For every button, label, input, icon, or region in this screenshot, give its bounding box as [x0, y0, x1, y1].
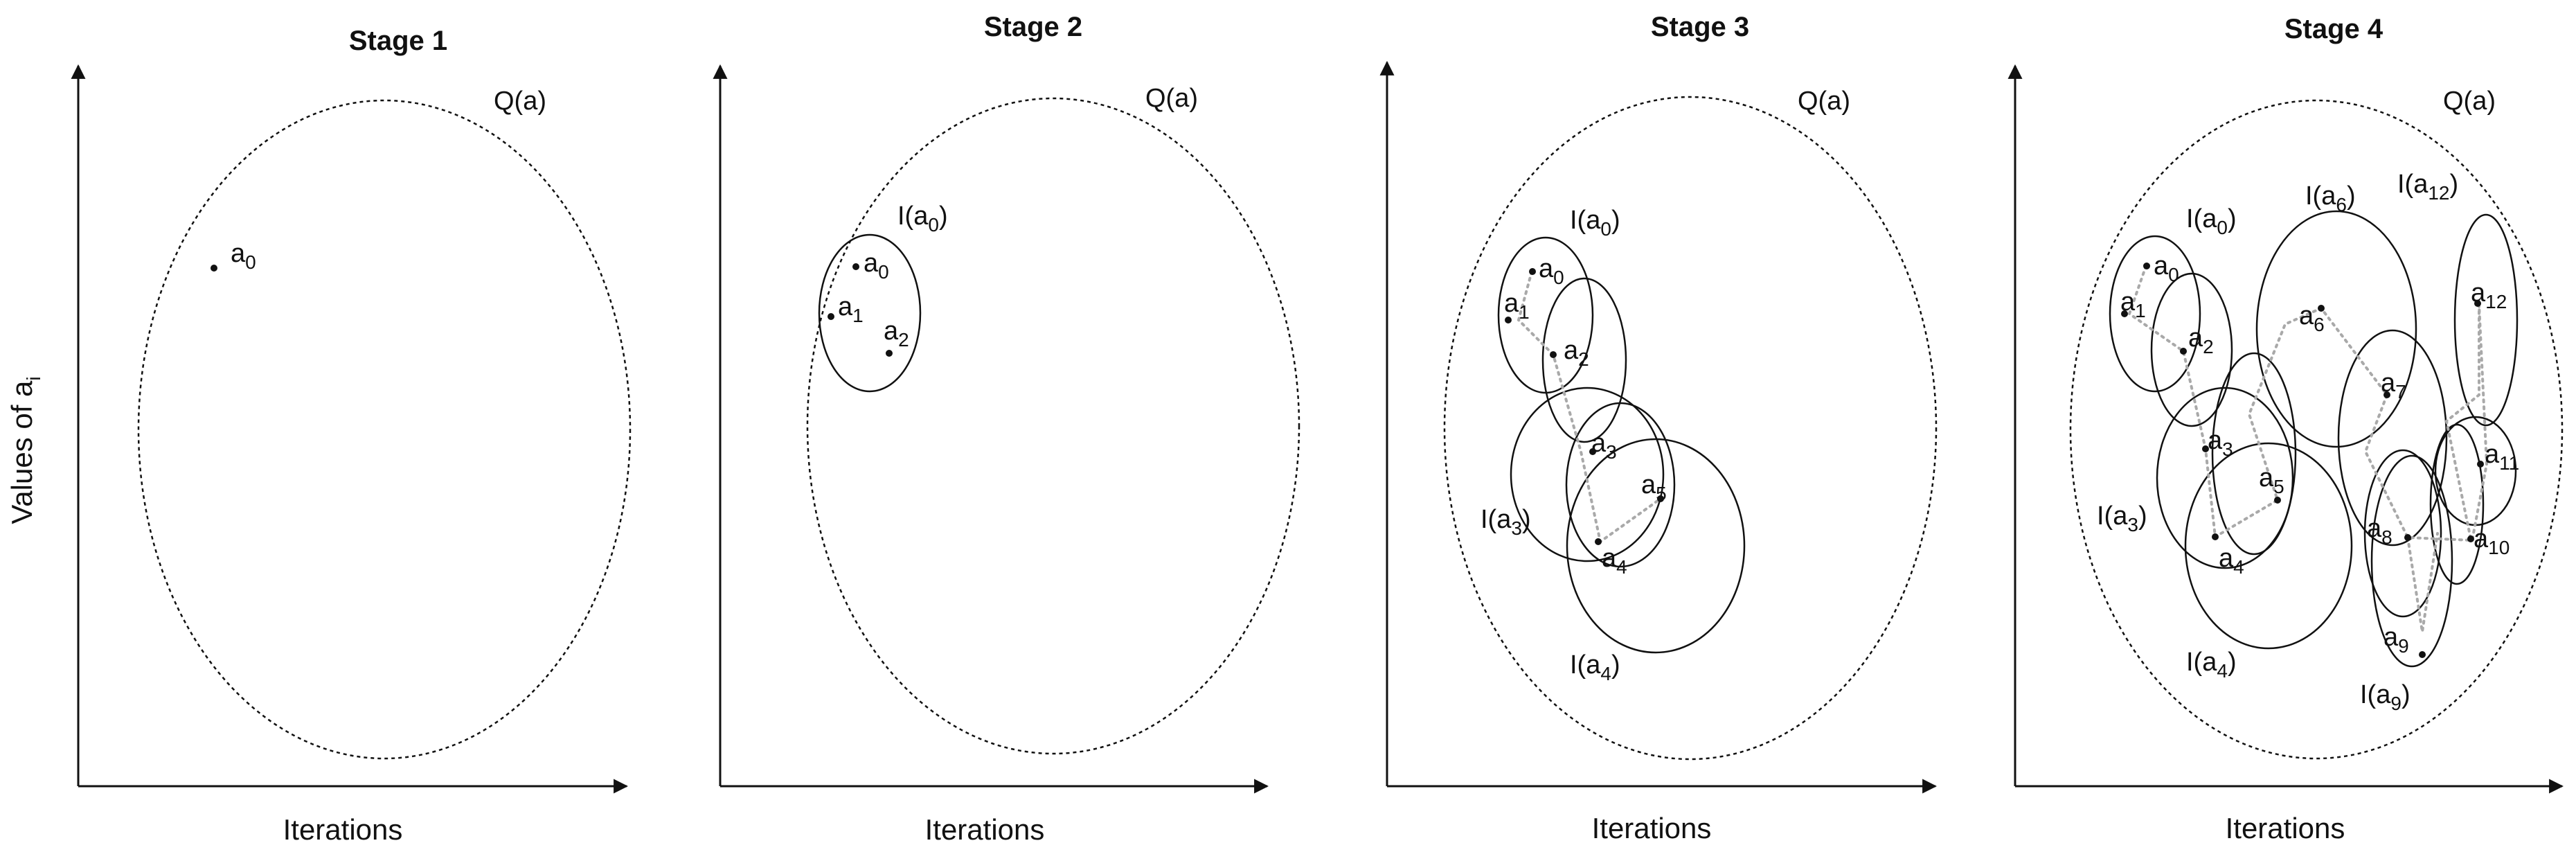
- stage-2-panel: Stage 2 Iterations Q(a) I(a0) a0 a1 a2: [713, 12, 1300, 846]
- stage-4-set-i-a6: [2255, 210, 2417, 448]
- stage-3-title: Stage 3: [1651, 12, 1749, 42]
- stage-2-point-a0: [852, 263, 859, 270]
- stage-3-panel: Stage 3 Iterations Q(a) I(a0) I(a3) I(a4…: [1379, 12, 1938, 844]
- stage-1-title: Stage 1: [349, 26, 447, 56]
- stage-4-point-label: a4: [2219, 544, 2244, 578]
- stage-3-x-axis-label: Iterations: [1592, 812, 1712, 844]
- stage-3-point-label: a5: [1641, 470, 1667, 504]
- stage-3-search-path: [1517, 270, 1662, 544]
- stage-3-point-a2: [1550, 351, 1557, 358]
- stage-4-set-i-a3: [2156, 387, 2294, 569]
- stage-2-point-a2: [886, 350, 893, 357]
- stage-4-set-label: I(a0): [2186, 204, 2237, 238]
- stage-3-point-a4: [1595, 538, 1602, 545]
- stage-1-point-a0: [211, 265, 217, 272]
- stage-4-set-i-a2: [2150, 272, 2233, 427]
- stage-4-set-i-a9: [2370, 454, 2453, 668]
- stage-4-point-a9: [2419, 651, 2426, 658]
- stage-1-feasible-region: [137, 99, 632, 760]
- stage-3-set-label: I(a4): [1570, 650, 1620, 684]
- stage-4-set-i-a12: [2453, 213, 2519, 427]
- stage-4-point-a1: [2121, 310, 2128, 317]
- stage-4-point-label: a3: [2208, 426, 2233, 460]
- stage-4-set-label: I(a4): [2186, 648, 2237, 682]
- stage-4-point-label: a8: [2367, 514, 2392, 548]
- stage-3-point-label: a2: [1564, 336, 1589, 370]
- stage-4-point-a0: [2143, 263, 2150, 269]
- stage-4-point-a3: [2202, 445, 2209, 452]
- stage-3-point-label: a1: [1504, 289, 1530, 323]
- stage-3-point-a1: [1505, 317, 1512, 323]
- stage-3-set-label: I(a3): [1481, 505, 1531, 539]
- stage-4-set-i-a8: [2363, 449, 2442, 618]
- stage-1-point-label: a0: [231, 239, 256, 273]
- stage-4-point-a10: [2467, 535, 2474, 542]
- stage-3-feasible-region: [1443, 96, 1938, 761]
- stage-2-feasible-region: [806, 97, 1300, 755]
- stage-3-set-i-a5: [1565, 402, 1676, 568]
- stage-4-search-path-branch: [2406, 532, 2439, 632]
- stage-4-point-label: a10: [2474, 524, 2510, 558]
- stage-4-point-a4: [2212, 533, 2219, 540]
- stage-4-set-label: I(a6): [2305, 181, 2356, 215]
- stage-3-set-i-a2: [1541, 277, 1627, 443]
- stage-4-point-a8: [2404, 534, 2411, 541]
- stage-4-point-a5: [2274, 497, 2281, 504]
- stage-2-set-i-a0: [818, 233, 922, 393]
- stage-3-set-i-a3: [1510, 387, 1665, 562]
- stage-4-point-label: a7: [2381, 369, 2406, 402]
- y-axis-label: Values of ai: [6, 376, 44, 524]
- stage-3-region-label: Q(a): [1798, 87, 1850, 116]
- stage-4-set-i-a4: [2184, 442, 2353, 650]
- stage-4-point-label: a12: [2471, 278, 2507, 312]
- stage-3-set-i-a4: [1566, 438, 1746, 654]
- stage-2-point-label: a2: [884, 317, 909, 350]
- stage-2-set-label: I(a0): [897, 202, 948, 236]
- stage-4-region-label: Q(a): [2443, 87, 2496, 116]
- stage-4-search-path: [2127, 265, 2489, 542]
- stage-2-title: Stage 2: [984, 12, 1082, 42]
- stage-3-point-label: a0: [1539, 254, 1564, 288]
- stage-3-point-label: a3: [1591, 429, 1617, 463]
- stage-2-x-axis-label: Iterations: [925, 813, 1045, 846]
- stage-4-point-label: a2: [2188, 323, 2214, 357]
- stage-4-point-label: a9: [2383, 623, 2409, 657]
- stage-4-point-a12: [2474, 300, 2481, 307]
- stage-1-region-label: Q(a): [494, 87, 546, 116]
- stage-1-x-axis-label: Iterations: [283, 813, 403, 846]
- stage-1-panel: Stage 1 Iterations Q(a) a0: [71, 26, 632, 846]
- stage-4-set-label: I(a3): [2097, 502, 2147, 535]
- stage-4-set-i-a5: [2211, 352, 2297, 556]
- stage-4-panel: Stage 4 Iterations Q(a) I(a0) I(a6) I(a1…: [2007, 14, 2564, 844]
- stage-4-point-label: a11: [2485, 440, 2519, 474]
- stage-4-title: Stage 4: [2284, 14, 2383, 44]
- stage-4-point-a7: [2383, 391, 2390, 398]
- stage-3-point-a3: [1589, 448, 1596, 455]
- stage-4-point-label: a0: [2154, 251, 2179, 285]
- stage-4-point-label: a6: [2299, 301, 2325, 335]
- stage-4-point-a2: [2180, 348, 2187, 355]
- stage-4-point-label: a5: [2259, 463, 2284, 497]
- stage-3-set-label: I(a0): [1570, 206, 1620, 240]
- stage-4-set-i-a0: [2109, 235, 2201, 393]
- stage-4-point-a6: [2318, 305, 2325, 312]
- stage-2-point-label: a1: [838, 292, 864, 326]
- stage-2-region-label: Q(a): [1145, 84, 1198, 113]
- stage-4-x-axis-label: Iterations: [2226, 812, 2345, 844]
- stage-4-feasible-region: [2069, 99, 2564, 760]
- stage-2-point-a1: [828, 313, 834, 320]
- stage-4-set-i-a10: [2429, 423, 2485, 585]
- stage-4-point-a11: [2477, 461, 2484, 468]
- stage-4-set-label: I(a9): [2360, 680, 2410, 714]
- stage-3-point-a5: [1657, 495, 1664, 502]
- stage-4-set-i-a7: [2337, 329, 2448, 547]
- stage-3-point-a0: [1529, 268, 1536, 275]
- stage-4-set-label: I(a12): [2397, 170, 2458, 204]
- stage-3-point-label: a4: [1602, 544, 1627, 578]
- stage-2-point-label: a0: [864, 249, 889, 283]
- stage-4-point-label: a1: [2120, 287, 2146, 321]
